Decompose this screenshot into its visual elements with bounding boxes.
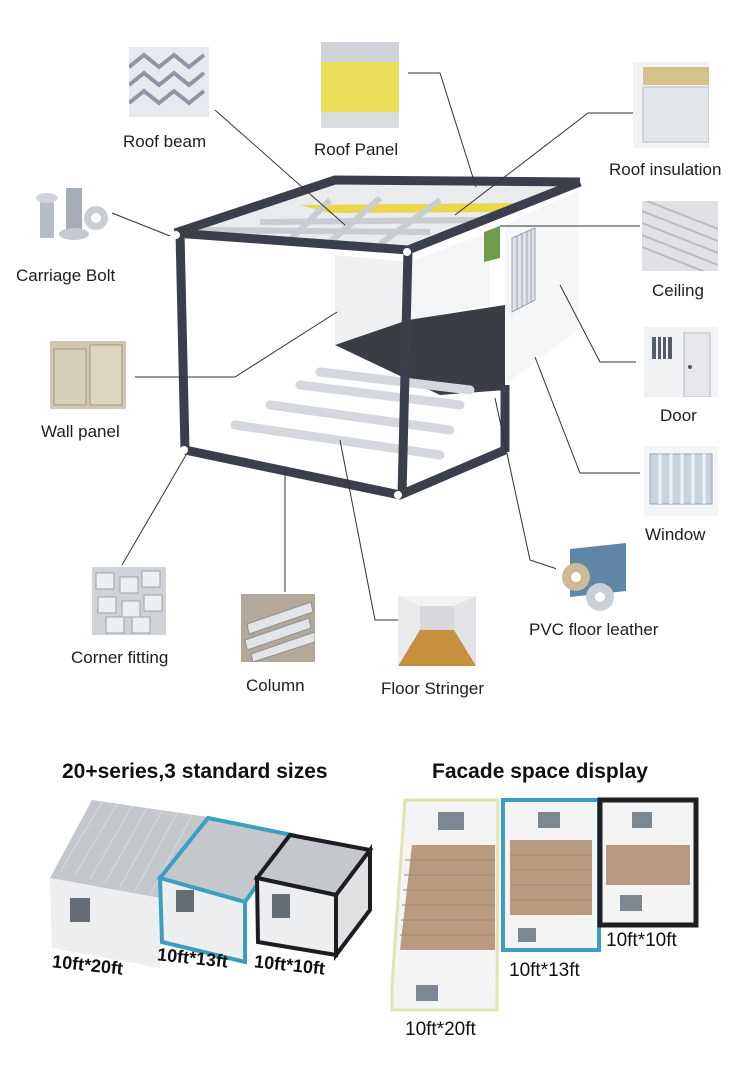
label-corner-fitting: Corner fitting bbox=[71, 648, 169, 667]
facade-size-10ft: 10ft*10ft bbox=[606, 930, 677, 951]
inner-side-wall bbox=[408, 232, 490, 320]
size-label-13ft: 10ft*13ft bbox=[156, 944, 229, 972]
carriage-bolt-image bbox=[32, 178, 112, 250]
label-carriage-bolt: Carriage Bolt bbox=[16, 266, 116, 285]
corner-fitting-image bbox=[92, 567, 166, 635]
label-roof-insulation: Roof insulation bbox=[609, 160, 722, 179]
label-column: Column bbox=[246, 676, 305, 695]
facade-size-20ft: 10ft*20ft bbox=[405, 1019, 476, 1040]
facade-section-title: Facade space display bbox=[432, 760, 648, 783]
window-grille bbox=[511, 227, 536, 313]
label-roof-beam: Roof beam bbox=[123, 132, 207, 151]
label-window: Window bbox=[645, 525, 706, 544]
floor-stringer-image bbox=[398, 596, 476, 666]
label-roof-panel: Roof Panel bbox=[314, 140, 399, 159]
facade-size-13ft: 10ft*13ft bbox=[509, 960, 580, 981]
pvc-floor-leather-image bbox=[556, 541, 632, 613]
container-house-diagram bbox=[111, 72, 640, 621]
door-image bbox=[644, 327, 718, 397]
roof-insulation-strip bbox=[300, 203, 520, 213]
ceiling-image bbox=[642, 201, 718, 271]
roof-panel-image bbox=[321, 42, 399, 128]
label-pvc-floor-leather: PVC floor leather bbox=[529, 620, 659, 639]
label-wall-panel: Wall panel bbox=[41, 422, 120, 441]
window-image bbox=[644, 446, 718, 516]
sizes-section-title: 20+series,3 standard sizes bbox=[62, 760, 328, 783]
roof-insulation-image bbox=[633, 62, 709, 148]
size-label-20ft: 10ft*20ft bbox=[51, 951, 124, 979]
roof-beam-image bbox=[129, 47, 209, 117]
vent-green bbox=[484, 226, 500, 262]
wall-panel-image bbox=[50, 341, 126, 409]
label-ceiling: Ceiling bbox=[652, 281, 704, 300]
label-floor-stringer: Floor Stringer bbox=[381, 679, 484, 698]
column-image bbox=[241, 594, 315, 662]
floor-dark bbox=[335, 305, 505, 395]
label-door: Door bbox=[660, 406, 697, 425]
size-label-10ft: 10ft*10ft bbox=[253, 951, 326, 979]
